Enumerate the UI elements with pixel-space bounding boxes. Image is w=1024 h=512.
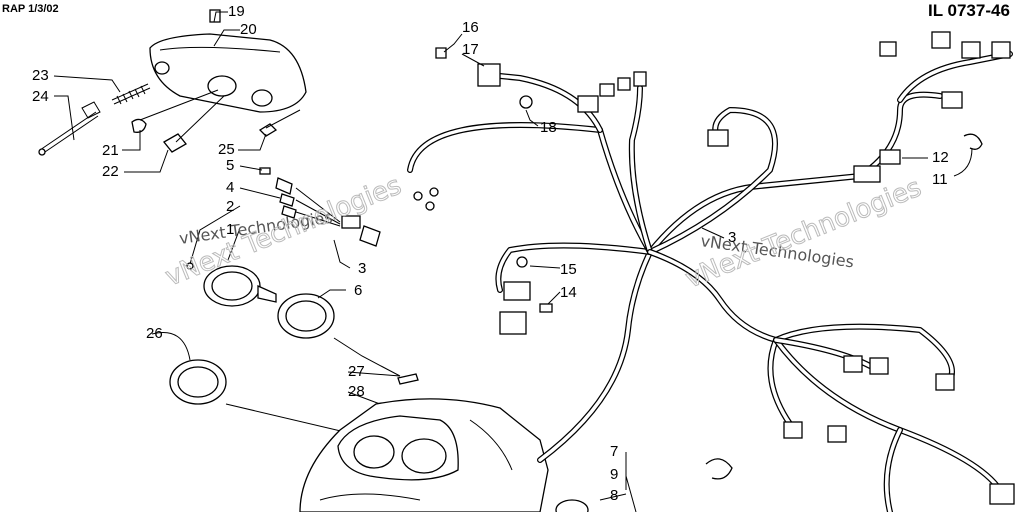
callout-label: 21 [102,142,119,159]
callout-label: 15 [560,261,577,278]
bulb-socket [131,118,278,153]
callout-label: 25 [218,141,235,158]
callout-label: 14 [560,284,577,301]
gauge-bezel-ring [277,293,335,339]
callout-label: 22 [102,163,119,180]
callout-label: 9 [610,466,618,483]
speedometer-gauge [186,262,277,307]
main-wiring-harness [407,51,1013,512]
callout-label: 18 [540,119,557,136]
callout-label: 4 [226,179,234,196]
callout-label: 11 [932,171,948,188]
callout-label: 27 [348,363,365,380]
callout-label: 12 [932,149,949,166]
adjust-spring [111,83,151,105]
callout-label: 16 [462,19,479,36]
harness-connectors [413,31,1015,505]
adjust-screw [38,101,101,156]
callout-label: 1 [226,221,234,238]
callout-labels: 19 20 23 24 21 22 25 5 4 2 1 3 6 26 27 2… [32,3,949,504]
callout-label: 6 [354,282,362,299]
callout-label: 8 [610,487,618,504]
callout-label: 17 [462,41,479,58]
harness-clamps [555,133,983,512]
callout-label: 20 [240,21,257,38]
callout-label: 3 [728,229,736,246]
callout-label: 24 [32,88,49,105]
callout-label: 28 [348,383,365,400]
callout-label: 23 [32,67,49,84]
callout-label: 26 [146,325,163,342]
indicator-pigtail [259,167,381,247]
dash-panel [299,398,549,512]
date-code: RAP 1/3/02 [2,3,59,15]
headlight-assembly [149,9,307,113]
callout-label: 7 [610,443,618,460]
callout-label: 2 [226,198,234,215]
gauge-lens-cover [169,359,227,405]
dash-clip [397,373,419,385]
callout-label: 5 [226,157,234,174]
callout-label: 19 [228,3,245,20]
illustration-code: IL 0737-46 [928,1,1010,20]
callout-label: 3 [358,260,366,277]
